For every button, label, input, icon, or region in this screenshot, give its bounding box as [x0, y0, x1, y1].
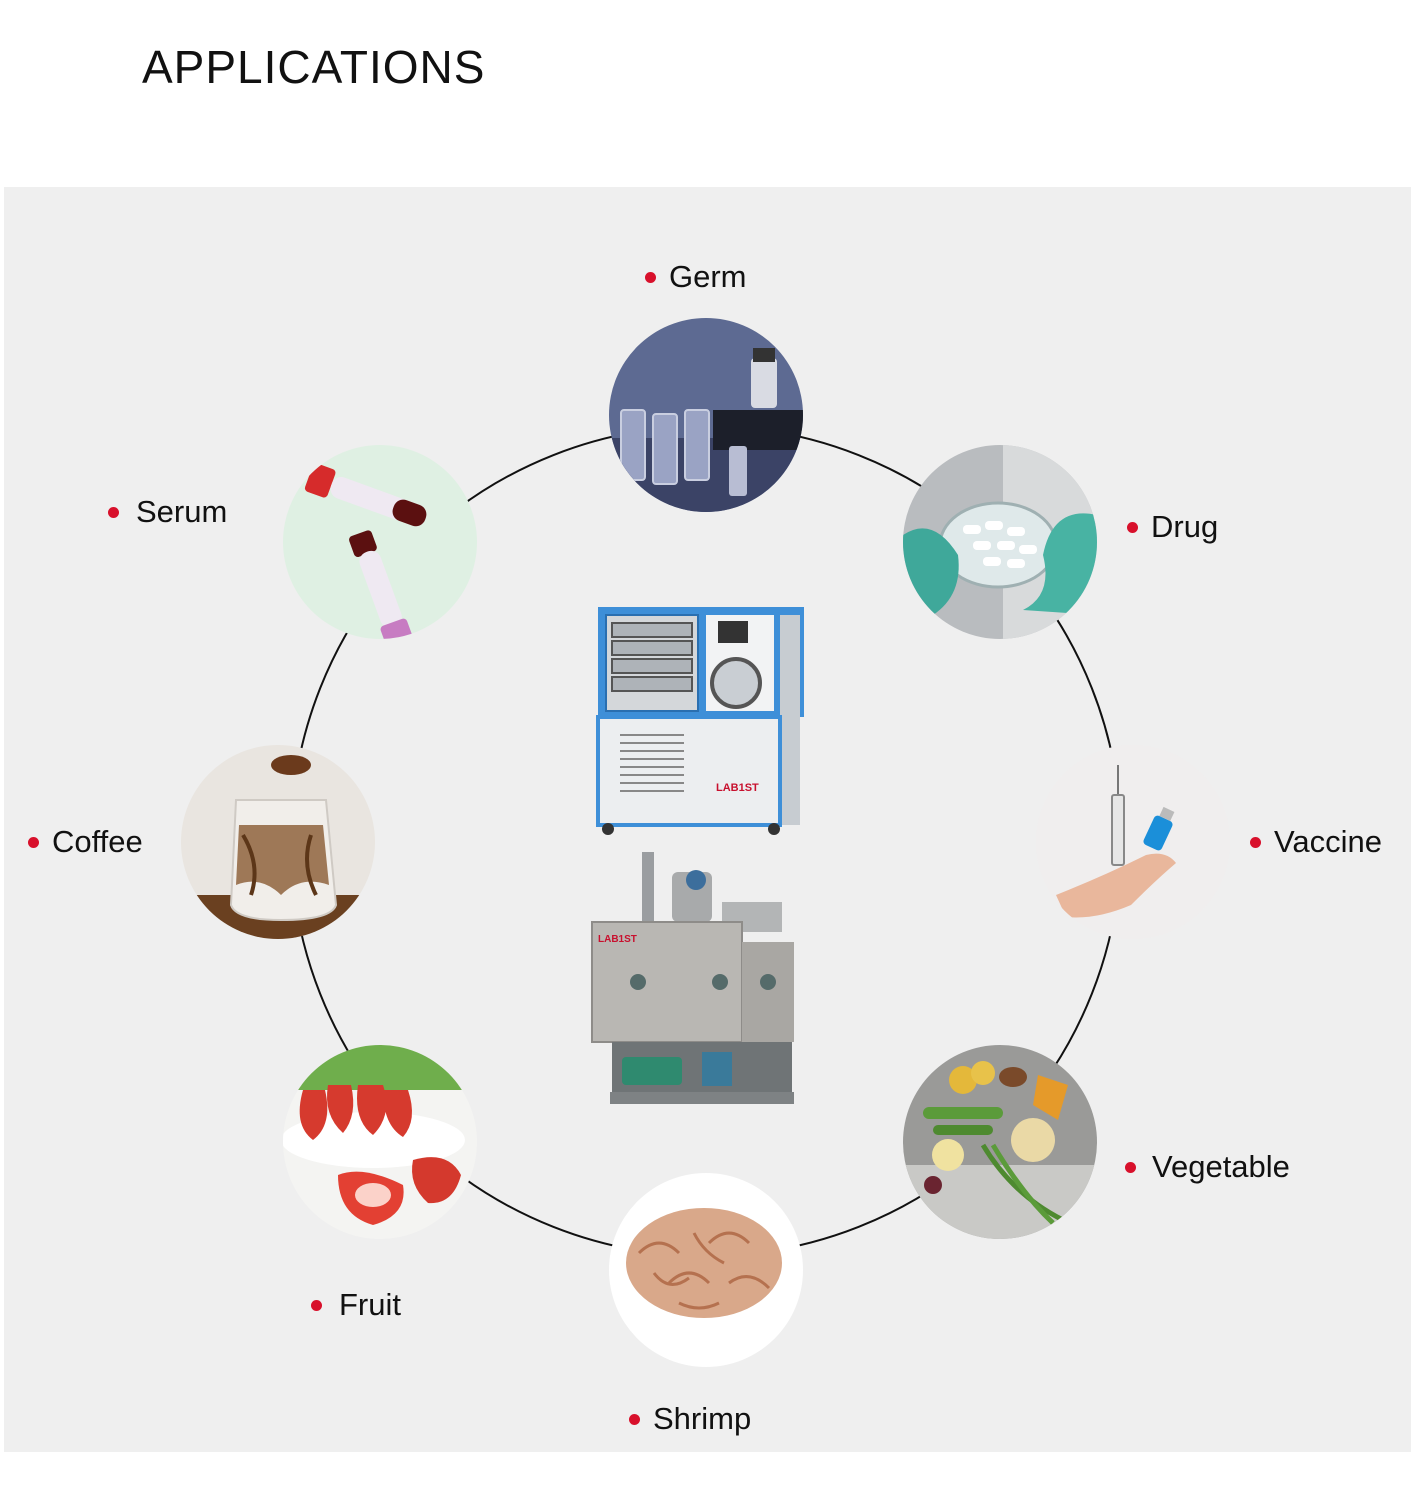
industrial-freeze-dryer: LAB1ST — [572, 852, 800, 1110]
shrimp-icon — [609, 1173, 803, 1367]
bullet-dot — [108, 506, 119, 518]
drug-image — [903, 445, 1097, 639]
brand-logo: LAB1ST — [598, 934, 637, 945]
page-title: APPLICATIONS — [142, 41, 486, 93]
industrial-freeze-dryer-icon: LAB1ST — [591, 852, 794, 1104]
germ-image — [609, 318, 803, 512]
coffee-label: Coffee — [28, 824, 143, 860]
vials-icon — [609, 318, 803, 512]
vaccine-text: Vaccine — [1274, 824, 1382, 859]
bullet-dot — [1250, 836, 1261, 848]
fruit-text: Fruit — [339, 1287, 401, 1322]
bullet-dot — [1125, 1161, 1136, 1173]
coffee-icon — [181, 745, 375, 939]
blood-tube-icon — [283, 445, 477, 639]
vaccine-label: Vaccine — [1250, 824, 1382, 860]
shrimp-label: Shrimp — [629, 1401, 751, 1437]
coffee-image — [181, 745, 375, 939]
serum-image — [283, 445, 477, 639]
bullet-dot — [629, 1413, 640, 1425]
shrimp-image — [609, 1173, 803, 1367]
vegetable-icon — [903, 1045, 1097, 1239]
drug-label: Drug — [1127, 509, 1218, 545]
shrimp-text: Shrimp — [653, 1401, 752, 1436]
vaccine-image — [1036, 745, 1230, 939]
fruit-image — [283, 1045, 477, 1239]
syringe-icon — [1036, 745, 1230, 939]
pills-icon — [903, 445, 1097, 639]
vegetable-image — [903, 1045, 1097, 1239]
drug-text: Drug — [1151, 509, 1219, 544]
bullet-dot — [311, 1299, 322, 1311]
germ-label: Germ — [645, 259, 747, 295]
bullet-dot — [645, 271, 656, 283]
vegetable-text: Vegetable — [1152, 1149, 1290, 1184]
bullet-dot — [28, 836, 39, 848]
strawberry-icon — [283, 1045, 477, 1239]
coffee-text: Coffee — [52, 824, 143, 859]
bullet-dot — [1127, 521, 1138, 533]
brand-logo: LAB1ST — [716, 782, 759, 794]
serum-text: Serum — [136, 494, 228, 529]
freeze-dryer-icon: LAB1ST — [596, 607, 804, 835]
serum-label: Serum — [108, 494, 227, 530]
fruit-label: Fruit — [311, 1287, 401, 1323]
germ-text: Germ — [669, 259, 747, 294]
lab-freeze-dryer: LAB1ST — [596, 605, 808, 837]
vegetable-label: Vegetable — [1125, 1149, 1290, 1185]
